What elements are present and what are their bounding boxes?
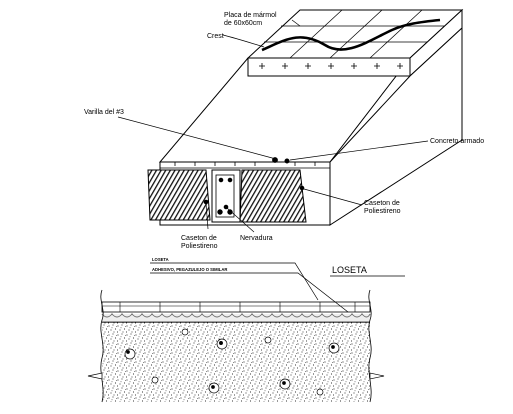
rebar-marks	[174, 162, 316, 166]
label-placa-2: de 60x60cm	[224, 20, 262, 27]
isometric-slab	[147, 8, 464, 226]
section-detail	[87, 262, 405, 403]
leader-lines	[117, 19, 429, 233]
label-loseta-title: LOSETA	[332, 265, 367, 275]
tile-front-marks	[259, 63, 403, 69]
marble-tile-front	[247, 57, 411, 77]
marble-tile-grid	[264, 9, 444, 59]
crest-line	[261, 18, 441, 52]
label-crest: Crest	[207, 33, 224, 40]
adhesivo-leader	[150, 272, 349, 313]
label-caseton-left-1: Caseton de	[181, 235, 217, 242]
label-placa-1: Placa de mármol	[224, 12, 277, 19]
caseton-left	[147, 169, 211, 221]
label-caseton-right-2: Poliestireno	[364, 208, 401, 215]
caseton-right	[239, 169, 307, 223]
aggregate-stones	[124, 328, 340, 396]
label-adhesivo: ADHESIVO, PEGAZULEJO O SIMILAR	[152, 267, 227, 272]
nervadura-rib	[211, 169, 241, 223]
label-caseton-left-2: Poliestireno	[181, 243, 218, 250]
tile-layer	[101, 301, 371, 313]
label-loseta-small: LOSETA	[152, 257, 169, 262]
slab-side-face	[329, 26, 463, 226]
loseta-leader	[150, 262, 319, 301]
label-concreto: Concreto armado	[430, 138, 484, 145]
label-varilla: Varilla del #3	[84, 109, 124, 116]
concrete-section	[102, 322, 370, 402]
label-caseton-right-1: Caseton de	[364, 200, 400, 207]
label-nervadura: Nervadura	[240, 235, 273, 242]
